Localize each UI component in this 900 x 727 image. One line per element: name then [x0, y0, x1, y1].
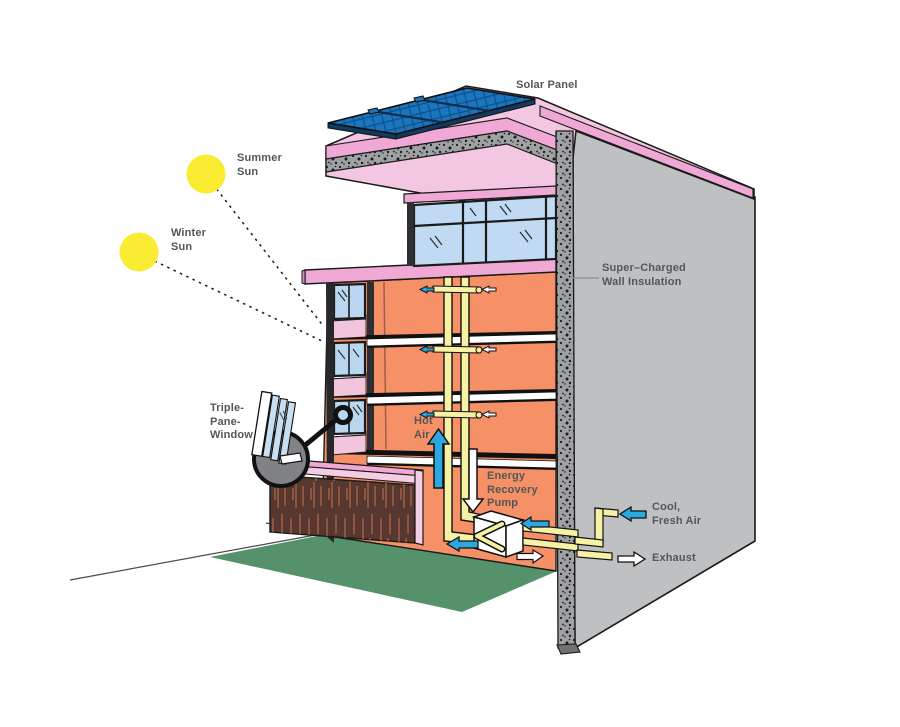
panel-seam — [420, 98, 489, 112]
label-triple-pane-window: Triple- Pane- Window — [210, 402, 253, 441]
vent-stubs — [418, 285, 497, 419]
callout-connector — [300, 416, 340, 450]
pump-side — [505, 518, 524, 559]
exhaust-out-arrow — [516, 548, 545, 565]
fresh-air-vent-arrow — [418, 410, 435, 419]
exhaust-arrow — [617, 550, 647, 568]
summer-sun-ray — [207, 177, 325, 328]
label-winter-sun: Winter Sun — [171, 227, 207, 253]
panel-seam — [374, 110, 443, 124]
upper-slab-cap — [301, 269, 306, 285]
roof-group — [325, 85, 755, 207]
supply-left-arrow — [445, 535, 479, 553]
pump-exchanger-pipes — [475, 522, 504, 551]
sun-group — [119, 154, 325, 343]
glass-base — [279, 452, 303, 465]
stale-air-vent-arrow — [480, 410, 497, 419]
interior-divider — [367, 282, 374, 452]
label-cool-fresh-air: Cool, Fresh Air — [652, 501, 702, 527]
wall-foot — [556, 643, 581, 655]
wall-face — [571, 125, 756, 650]
ground-horizon-line — [69, 532, 327, 581]
glass-reflections — [429, 203, 533, 249]
label-wall-insulation: Super–Charged Wall Insulation — [602, 262, 686, 288]
fresh-air-vent-arrow — [418, 345, 435, 354]
label-exhaust: Exhaust — [652, 552, 696, 564]
facade-corner-strip — [326, 283, 334, 543]
label-energy-recovery-pump: Energy Recovery Pump — [487, 470, 538, 509]
panel-tab — [413, 95, 426, 103]
cool-fresh-air-arrow — [618, 505, 647, 523]
label-solar-panel: Solar Panel — [516, 79, 578, 91]
label-hot-air: Hot Air — [414, 415, 433, 441]
energy-recovery-pump — [445, 510, 579, 565]
roof-wall-band — [539, 105, 754, 199]
stale-air-down-arrow — [461, 448, 485, 514]
clerestory — [403, 185, 558, 268]
wall-insulation-layer — [555, 130, 581, 655]
summer-sun-icon — [186, 154, 226, 194]
window-target-ring — [333, 405, 353, 425]
porch-post — [414, 469, 424, 546]
panel-tab — [367, 107, 380, 115]
solar-panel — [327, 87, 536, 140]
winter-sun-icon — [119, 232, 159, 272]
interior-line — [383, 281, 387, 450]
stale-air-vent-arrow — [480, 285, 497, 294]
outer-wall — [571, 125, 756, 650]
exterior-pipes — [574, 505, 647, 568]
stale-air-vent-arrow — [480, 345, 497, 354]
clerestory-end-wall — [407, 202, 414, 266]
triple-pane-glass — [251, 390, 297, 465]
ground-floor — [253, 456, 424, 546]
fresh-air-in-arrow — [519, 515, 550, 532]
fresh-air-vent-arrow — [418, 285, 435, 294]
exhaust-pipe — [576, 549, 613, 561]
winter-sun-ray — [141, 254, 325, 343]
ground-lawn — [210, 535, 557, 612]
triple-pane-callout — [251, 390, 353, 488]
ventilation-system — [418, 276, 497, 545]
label-summer-sun: Summer Sun — [237, 152, 282, 178]
fresh-air-z-pipe — [574, 536, 604, 548]
hot-air-arrow — [426, 427, 451, 489]
